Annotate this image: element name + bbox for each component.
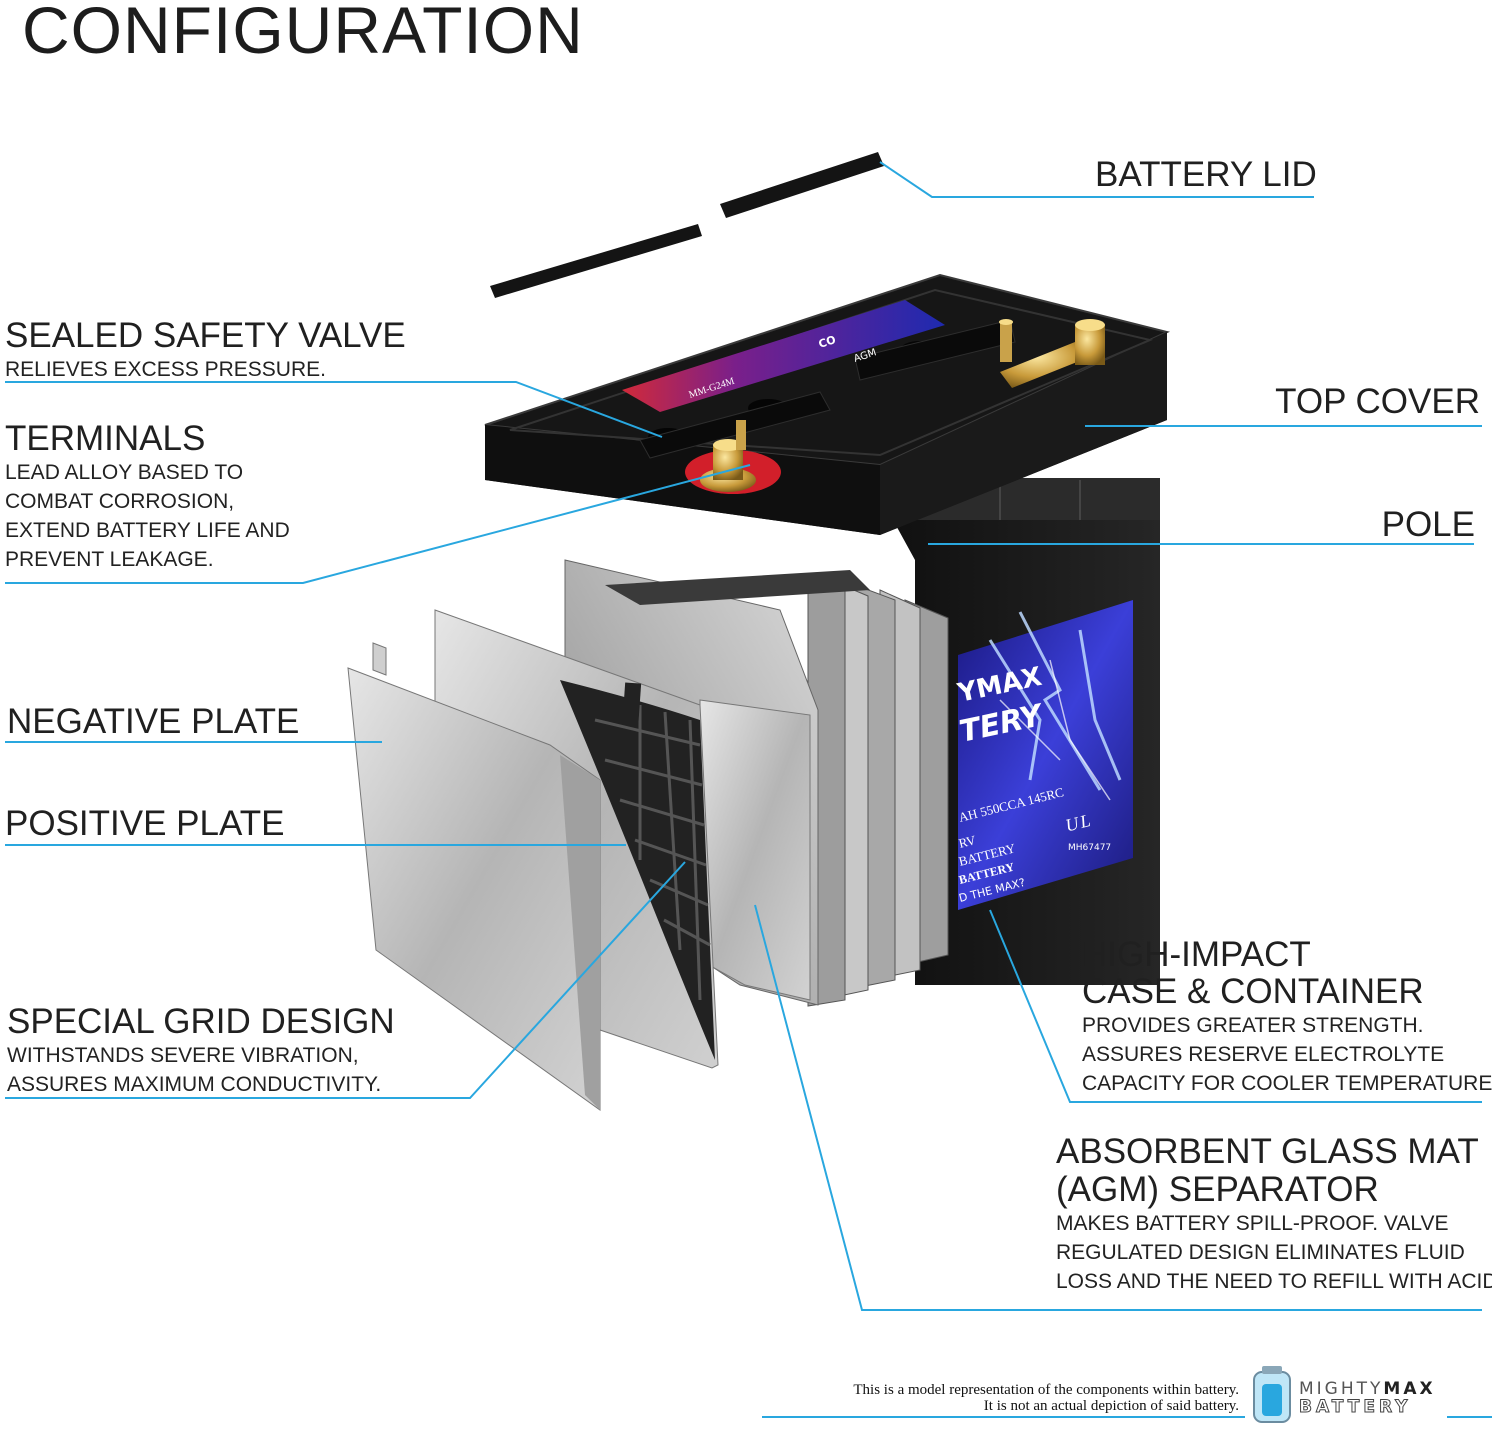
callout-sealed-valve: [5, 381, 663, 438]
callout-high-impact: [989, 909, 1482, 1103]
callout-agm: [754, 904, 1482, 1311]
top-cover-heading: TOP COVER: [1275, 382, 1480, 421]
sealed-valve-desc: RELIEVES EXCESS PRESSURE.: [5, 358, 326, 381]
agm-heading-1: ABSORBENT GLASS MAT: [1056, 1132, 1479, 1171]
callout-special-grid: [5, 861, 686, 1099]
high-impact-heading-2: CASE & CONTAINER: [1082, 972, 1424, 1011]
agm-desc-3: LOSS AND THE NEED TO REFILL WITH ACID.: [1056, 1270, 1492, 1293]
negative-plate: [347, 642, 601, 1111]
label-positive-plate: POSITIVE PLATE: [5, 805, 284, 843]
brand-battery: BATTERY: [1299, 1397, 1412, 1417]
strip-co-text: CO: [817, 333, 838, 351]
callout-battery-lid: [879, 161, 1314, 198]
brand-mighty: MIGHTY: [1299, 1379, 1384, 1399]
label-special-grid: SPECIAL GRID DESIGN WITHSTANDS SEVERE VI…: [7, 1003, 395, 1099]
battery-lid: [490, 152, 884, 298]
pole-heading: POLE: [1381, 505, 1475, 544]
special-grid-heading: SPECIAL GRID DESIGN: [7, 1002, 395, 1041]
callout-terminals: [5, 464, 751, 584]
label-negative-plate: NEGATIVE PLATE: [7, 703, 299, 741]
agm-heading-2: (AGM) SEPARATOR: [1056, 1170, 1379, 1209]
terminal-negative: [999, 319, 1105, 388]
terminals-desc-1: LEAD ALLOY BASED TO: [5, 461, 244, 484]
brand-max: MAX: [1383, 1379, 1436, 1399]
high-impact-desc-1: PROVIDES GREATER STRENGTH.: [1082, 1014, 1424, 1037]
special-grid-desc-2: ASSURES MAXIMUM CONDUCTIVITY.: [7, 1073, 382, 1096]
top-cover: [484, 273, 1170, 535]
label-pole: POLE: [1300, 506, 1475, 544]
brand-logo: MIGHTYMAX BATTERY: [1299, 1379, 1436, 1417]
high-impact-desc-2: ASSURES RESERVE ELECTROLYTE: [1082, 1043, 1445, 1066]
agm-desc-2: REGULATED DESIGN ELIMINATES FLUID: [1056, 1241, 1465, 1264]
positive-plate-heading: POSITIVE PLATE: [5, 804, 285, 843]
label-agm-separator: ABSORBENT GLASS MAT (AGM) SEPARATOR MAKE…: [1056, 1129, 1492, 1296]
terminals-desc-2: COMBAT CORROSION,: [5, 490, 235, 513]
terminals-desc-4: PREVENT LEAKAGE.: [5, 548, 214, 571]
label-cert-id: MH67477: [1068, 843, 1111, 853]
label-terminals: TERMINALS LEAD ALLOY BASED TO COMBAT COR…: [5, 420, 290, 574]
label-sealed-safety-valve: SEALED SAFETY VALVE RELIEVES EXCESS PRES…: [5, 317, 406, 384]
callout-lines: [5, 161, 1492, 1418]
label-rv: RV: [957, 832, 978, 851]
label-high-impact: HIGH-IMPACT CASE & CONTAINER PROVIDES GR…: [1082, 931, 1492, 1098]
footer-disclaimer: This is a model representation of the co…: [853, 1382, 1239, 1414]
agm-desc-1: MAKES BATTERY SPILL-PROOF. VALVE: [1056, 1212, 1449, 1235]
terminals-desc-3: EXTEND BATTERY LIFE AND: [5, 519, 290, 542]
battery-lid-heading: BATTERY LID: [1095, 155, 1317, 194]
case-label: YMAX TERY AH 550CCA 145RC RV BATTERY BAT…: [954, 600, 1133, 910]
high-impact-heading-1: HIGH-IMPACT: [1082, 935, 1311, 974]
battery-icon: [1253, 1366, 1291, 1423]
footer-line-1: This is a model representation of the co…: [853, 1382, 1239, 1398]
label-battery-lid: BATTERY LID: [1095, 155, 1317, 194]
negative-plate-heading: NEGATIVE PLATE: [7, 702, 300, 741]
special-grid-desc-1: WITHSTANDS SEVERE VIBRATION,: [7, 1044, 359, 1067]
label-top-cover: TOP COVER: [1230, 383, 1480, 421]
terminals-heading: TERMINALS: [5, 419, 206, 458]
high-impact-desc-3: CAPACITY FOR COOLER TEMPERATURES.: [1082, 1072, 1492, 1095]
footer-line-2: It is not an actual depiction of said ba…: [983, 1398, 1239, 1414]
sealed-valve-heading: SEALED SAFETY VALVE: [5, 316, 406, 355]
page-title: CONFIGURATION: [22, 0, 584, 67]
